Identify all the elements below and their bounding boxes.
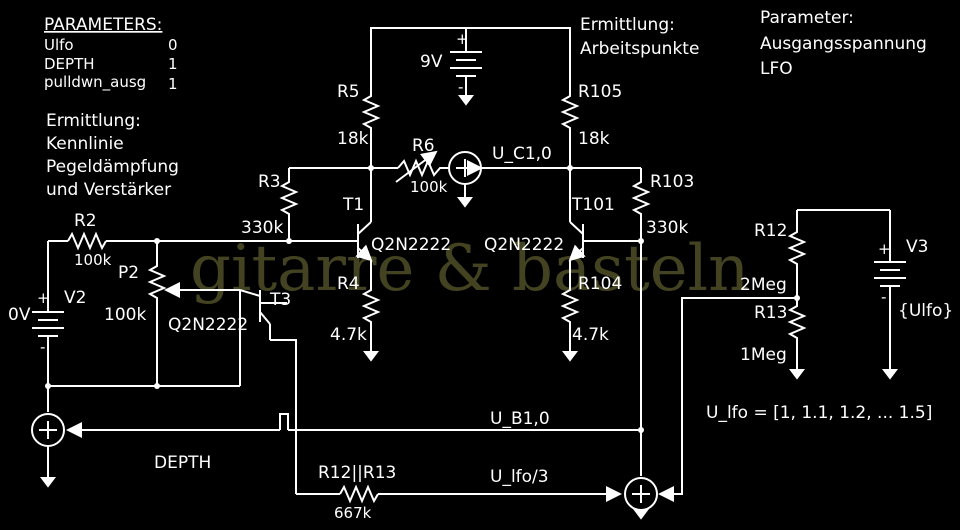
svg-text:Q2N2222: Q2N2222 [484,235,564,255]
sum-node-right [624,297,797,520]
r6-value: 100k [410,178,448,196]
svg-text:4.7k: 4.7k [330,325,367,345]
transistor-t1: T1 Q2N2222 [342,168,451,280]
svg-text:Parameter:: Parameter: [760,8,854,28]
uc1-label: U_C1,0 [492,144,552,164]
svg-text:Ermittlung:: Ermittlung: [580,15,675,35]
source-v2: + - V2 0V [8,288,86,412]
svg-text:LFO: LFO [760,59,793,79]
svg-text:R104: R104 [578,274,622,294]
svg-text:V3: V3 [906,237,928,257]
collector-bridge: R6 100k U_C1,0 [368,136,573,208]
svg-text:100k: 100k [74,251,112,269]
svg-text:R105: R105 [578,82,622,102]
battery-9v-label: 9V [420,52,443,72]
svg-text:R3: R3 [258,172,281,192]
svg-text:Q2N2222: Q2N2222 [168,315,248,335]
svg-text:R2: R2 [74,211,97,231]
svg-text:T3: T3 [269,290,291,310]
note-arbeitspunkte: Ermittlung: Arbeitspunkte [580,15,699,59]
ulfo3-label: U_lfo/3 [490,467,549,487]
svg-text:100k: 100k [104,305,146,325]
svg-text:Ermittlung:: Ermittlung: [46,111,141,131]
r6-label: R6 [412,136,435,156]
param-value-ulfo: 0 [168,36,178,54]
svg-text:und Verstärker: und Verstärker [46,180,171,200]
resistor-r104: R104 4.7k [560,274,622,362]
resistor-r4: R4 4.7k [330,274,381,362]
svg-text:R4: R4 [337,274,360,294]
transistor-t3: T3 Q2N2222 [168,289,291,386]
resistor-r5: R5 18k [337,82,381,168]
resistor-r12-r13: R12||R13 667k U_lfo/3 [296,463,622,522]
note-kennlinie: Ermittlung: Kennlinie Pegeldämpfung und … [46,111,179,200]
svg-text:R13: R13 [754,303,787,323]
note-ausgang: Parameter: Ausgangsspannung LFO [760,8,927,79]
svg-text:+: + [37,289,50,307]
svg-text:{Ulfo}: {Ulfo} [898,301,953,321]
svg-text:R5: R5 [337,82,360,102]
svg-text:Kennlinie: Kennlinie [46,134,124,154]
param-value-depth: 1 [168,55,178,73]
svg-text:1Meg: 1Meg [740,345,787,365]
svg-text:+: + [878,240,891,258]
svg-text:0V: 0V [8,305,31,325]
svg-text:2Meg: 2Meg [740,275,787,295]
sum-node-left: DEPTH [31,413,280,488]
depth-label: DEPTH [154,453,211,473]
svg-text:330k: 330k [241,218,283,238]
svg-text:T101: T101 [571,195,615,215]
svg-text:+: + [456,30,469,48]
svg-text:R103: R103 [650,172,694,192]
potentiometer-p2: P2 100k [104,241,240,386]
svg-text:Arbeitspunkte: Arbeitspunkte [580,39,699,59]
source-v3: + - V3 {Ulfo} [874,210,953,380]
svg-text:4.7k: 4.7k [572,325,609,345]
feedback-wires: U_B1,0 [270,241,644,494]
divider-r12-r13: R12 2Meg R13 1Meg [740,209,890,380]
svg-text:P2: P2 [118,263,139,283]
svg-text:18k: 18k [578,129,610,149]
param-name-pulldwn: pulldwn_ausg [44,73,146,92]
svg-text:Ausgangsspannung: Ausgangsspannung [760,34,927,54]
supply-9v: + - 9V [370,27,571,106]
transistor-t101: T101 Q2N2222 [484,168,644,280]
svg-text:Pegeldämpfung: Pegeldämpfung [46,157,179,177]
resistor-r3: R3 330k [241,167,371,241]
svg-text:667k: 667k [334,504,372,522]
ulfo-equation: U_lfo = [1, 1.1, 1.2, ... 1.5] [706,403,932,423]
ub1-label: U_B1,0 [490,409,550,429]
resistor-r105: R105 18k [560,82,622,168]
svg-text:-: - [40,338,45,356]
param-name-depth: DEPTH [44,55,95,73]
param-name-ulfo: Ulfo [44,36,74,54]
base-line-left: R2 100k [47,211,350,290]
svg-text:18k: 18k [337,129,369,149]
svg-text:-: - [458,78,463,96]
resistor-r103: R103 330k [570,167,694,241]
param-value-pulldwn: 1 [168,75,178,93]
watermark: gitarre & basteln [190,232,749,306]
svg-text:R12||R13: R12||R13 [318,463,396,483]
parameters-block: PARAMETERS: Ulfo 0 DEPTH 1 pulldwn_ausg … [44,15,178,93]
svg-text:T1: T1 [342,195,364,215]
svg-text:V2: V2 [64,288,86,308]
svg-text:-: - [881,288,886,306]
svg-text:330k: 330k [646,218,688,238]
parameters-header: PARAMETERS: [44,15,162,35]
svg-text:Q2N2222: Q2N2222 [371,235,451,255]
svg-text:R12: R12 [754,221,787,241]
